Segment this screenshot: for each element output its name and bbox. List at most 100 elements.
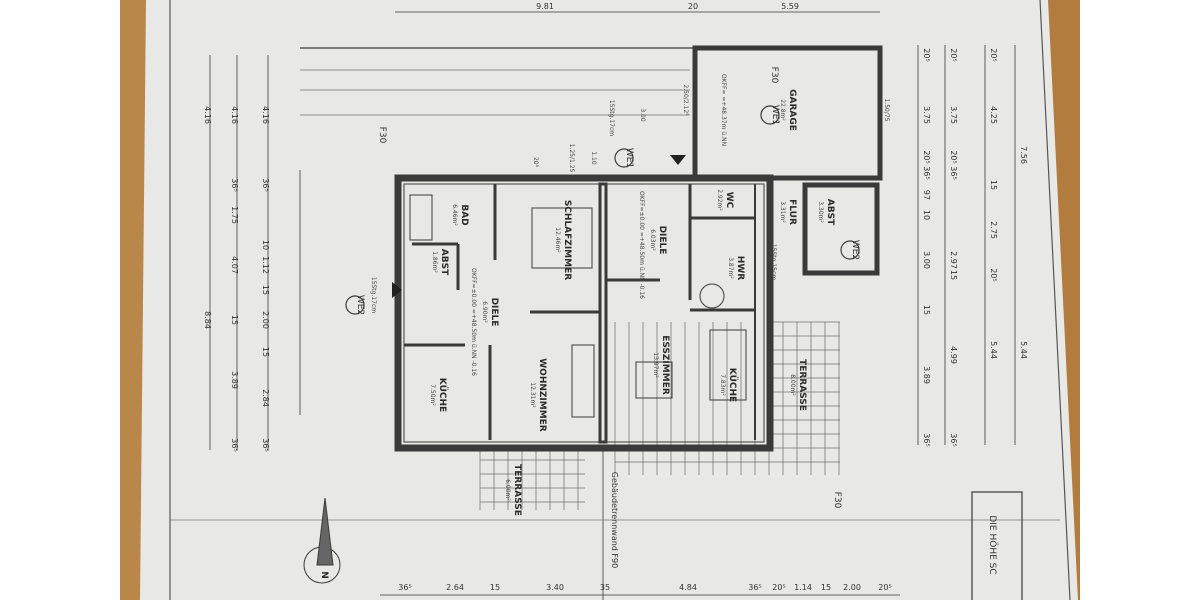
dimension-label: 1.12 bbox=[261, 256, 270, 274]
dimension-label: 5.44 bbox=[1019, 341, 1028, 359]
dimension-label: 36⁵ bbox=[230, 438, 239, 451]
dimension-label: 1.75 bbox=[230, 206, 239, 224]
room-name: BAD bbox=[459, 204, 469, 225]
dimension-label: 4.07 bbox=[230, 256, 239, 274]
kitchen-island bbox=[709, 329, 747, 401]
dimension-label: 20⁵ bbox=[772, 583, 785, 592]
dimension-label: 10 bbox=[261, 240, 270, 250]
dimension-label: 20⁵ bbox=[949, 48, 958, 61]
annotation: 1.10 bbox=[590, 151, 597, 165]
annotation: 1.50/75 bbox=[883, 98, 890, 121]
dimension-label: 20⁵ bbox=[989, 48, 998, 61]
dimension-label: 2.75 bbox=[989, 221, 998, 239]
sofa bbox=[571, 344, 595, 418]
room-name: ABST bbox=[825, 199, 835, 226]
storage-wall bbox=[802, 182, 880, 276]
unit-marker-label: WE1 bbox=[624, 148, 634, 168]
dimension-label: 3.75 bbox=[922, 106, 931, 124]
dimension-label: 20⁵ bbox=[878, 583, 891, 592]
dimension-label: 4.84 bbox=[679, 583, 697, 592]
room-name: GARAGE bbox=[787, 89, 797, 131]
dimension-label: 20 bbox=[688, 2, 698, 11]
fire-rating-label: F30 bbox=[377, 127, 387, 144]
room-area: 22.8m² bbox=[779, 99, 786, 121]
dimension-label: 4.16 bbox=[261, 106, 270, 124]
room-area: 6.46m² bbox=[451, 204, 458, 226]
frame-line bbox=[1039, 0, 1071, 600]
dimension-label: 10 bbox=[922, 210, 931, 220]
dimension-label: 2.64 bbox=[446, 583, 464, 592]
dimension-label: 4.99 bbox=[949, 346, 958, 364]
partition-wall-label: Gebäudetrennwand F90 bbox=[610, 472, 619, 568]
dimension-label: 36⁵ bbox=[748, 583, 761, 592]
annotation: 15Stg.17cm bbox=[370, 277, 377, 313]
fire-rating-label: F30 bbox=[769, 67, 779, 84]
dimension-label: 97 bbox=[922, 190, 931, 200]
entrance-arrow-icon bbox=[670, 155, 686, 165]
room-area: 6.00m² bbox=[504, 479, 511, 501]
room-area: 1.86m² bbox=[431, 251, 438, 273]
room-area: 3.30m² bbox=[817, 201, 824, 223]
dimension-label: 15 bbox=[261, 347, 270, 357]
room-name: DIELE bbox=[657, 226, 667, 255]
dimension-label: 9.81 bbox=[536, 2, 554, 11]
room-area: 6.90m² bbox=[481, 301, 488, 323]
north-label: N bbox=[319, 571, 329, 579]
dimension-label: 4.16 bbox=[230, 106, 239, 124]
room-area: 6.03m² bbox=[649, 229, 656, 251]
dimension-label: 15 bbox=[949, 270, 958, 280]
dimension-label: 20⁵ bbox=[989, 268, 998, 281]
room-area: 2.92m² bbox=[716, 189, 723, 211]
exterior-wall bbox=[394, 174, 774, 452]
annotation: OKFF=±0.00 =+48.50m ü.NN -0.16 bbox=[470, 268, 477, 376]
annotation: 2.50/2.12⁵ bbox=[682, 84, 689, 116]
dimension-label: 15 bbox=[490, 583, 500, 592]
dimension-label: 36⁵ bbox=[949, 433, 958, 446]
room-name: FLUR bbox=[787, 199, 797, 225]
room-name: WOHNZIMMER bbox=[537, 358, 547, 432]
dimension-label: 36⁵ bbox=[922, 433, 931, 446]
unit-marker-circle bbox=[840, 240, 860, 260]
dimension-label: 3.75 bbox=[949, 106, 958, 124]
room-name: HWR bbox=[735, 256, 745, 280]
dimension-label: 2.00 bbox=[261, 311, 270, 329]
room-name: ESSZIMMER bbox=[660, 335, 670, 395]
unit-marker-label: WE2 bbox=[355, 295, 365, 315]
dimension-label: 2.97 bbox=[949, 251, 958, 269]
room-area: 3.31m² bbox=[779, 201, 786, 223]
room-name: TERRASSE bbox=[512, 464, 522, 516]
dimension-label: 36⁵ bbox=[398, 583, 411, 592]
dimension-label: 15 bbox=[261, 285, 270, 295]
dimension-label: 4.16 bbox=[203, 106, 212, 124]
unit-marker-label: WE1 bbox=[770, 105, 780, 125]
paper-sheet bbox=[140, 0, 1078, 600]
washing-machine bbox=[699, 283, 725, 309]
dimension-label: 2.84 bbox=[261, 389, 270, 407]
unit-marker-label: WE2 bbox=[850, 240, 860, 260]
annotation: 3.00 bbox=[639, 108, 646, 122]
unit-marker-circle bbox=[614, 148, 634, 168]
annotation: 20⁵ bbox=[532, 157, 539, 168]
annotation: OKFF= =+48.37m ü.NN bbox=[720, 74, 727, 146]
title-block-text: DIE HÖHE SC bbox=[987, 515, 998, 574]
annotation: 1.25/1.25 bbox=[568, 144, 575, 173]
dimension-label: 15 bbox=[230, 315, 239, 325]
unit-marker-circle bbox=[760, 105, 780, 125]
bathtub bbox=[409, 194, 433, 241]
dimension-label: 36⁵ bbox=[261, 438, 270, 451]
dimension-label: 1.14 bbox=[794, 583, 812, 592]
room-name: DIELE bbox=[489, 298, 499, 327]
room-name: SCHLAFZIMMER bbox=[562, 200, 572, 280]
room-area: 3.87m² bbox=[727, 257, 734, 279]
dimension-label: 5.44 bbox=[989, 341, 998, 359]
dimension-label: 2.00 bbox=[843, 583, 861, 592]
room-area: 12.31m² bbox=[529, 382, 536, 408]
dimension-label: 4.25 bbox=[989, 106, 998, 124]
unit-marker-circle bbox=[345, 295, 365, 315]
dimension-label: 3.00 bbox=[922, 251, 931, 269]
dimension-label: 8.84 bbox=[203, 311, 212, 329]
annotation: OKFF=±0.00 =+48.50m ü.NN -0.16 bbox=[638, 191, 645, 299]
dimension-label: 3.40 bbox=[546, 583, 564, 592]
